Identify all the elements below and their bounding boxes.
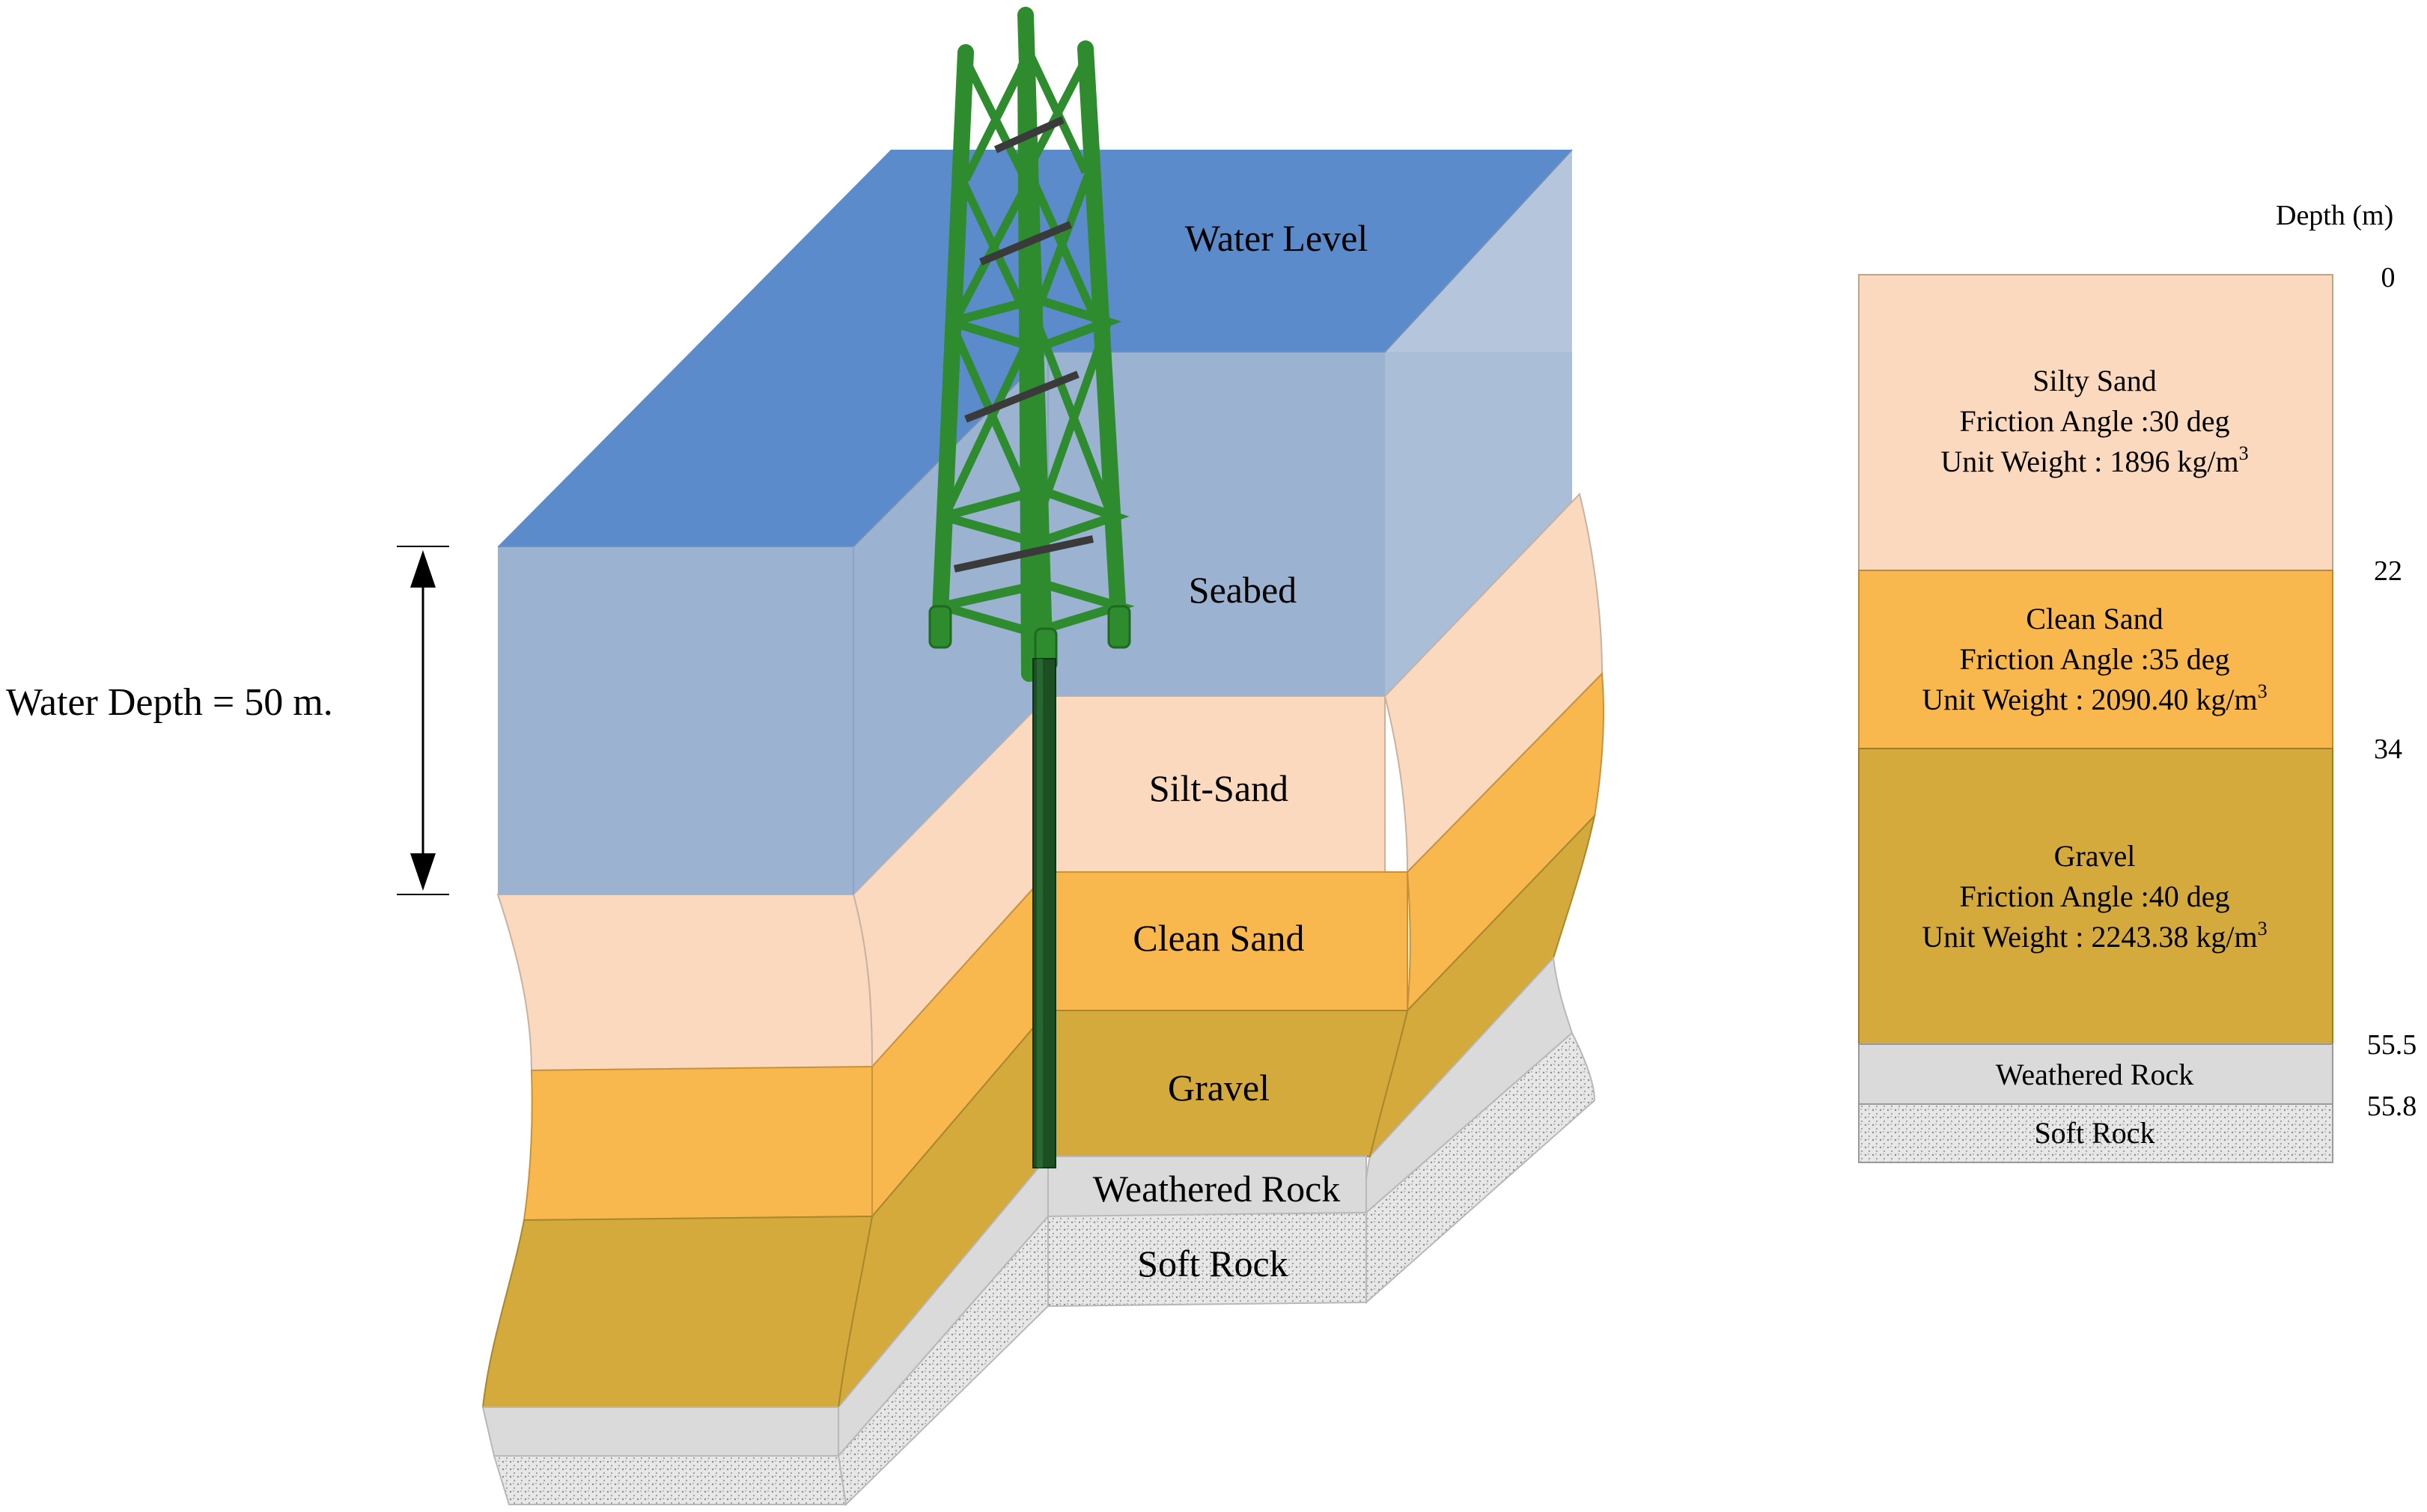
water-inner-front bbox=[1048, 352, 1385, 696]
label-silt-sand: Silt-Sand bbox=[1149, 767, 1288, 809]
clean-sand-friction: Friction Angle :35 deg bbox=[1959, 642, 2229, 676]
gravel-friction: Friction Angle :40 deg bbox=[1959, 880, 2229, 913]
silty-sand-name: Silty Sand bbox=[2032, 364, 2157, 397]
gravel-weight: Unit Weight : 2243.38 kg/m3 bbox=[1922, 918, 2267, 954]
front-soft-rock bbox=[493, 1455, 847, 1505]
column-soft-rock bbox=[1858, 1103, 2333, 1163]
column-silty-sand bbox=[1858, 274, 2333, 571]
arrow-down-icon bbox=[410, 853, 436, 891]
silty-sand-weight: Unit Weight : 1896 kg/m3 bbox=[1940, 442, 2248, 478]
column-weathered-rock bbox=[1858, 1043, 2333, 1105]
clean-sand-name: Clean Sand bbox=[2026, 602, 2163, 635]
label-soft-rock: Soft Rock bbox=[1137, 1243, 1288, 1284]
silty-sand-friction: Friction Angle :30 deg bbox=[1959, 404, 2229, 438]
label-weathered-rock: Weathered Rock bbox=[1093, 1168, 1341, 1210]
label-clean-sand: Clean Sand bbox=[1133, 917, 1304, 959]
depth-0: 0 bbox=[2381, 262, 2396, 293]
right-soft-rock bbox=[1365, 1031, 1596, 1305]
label-gravel: Gravel bbox=[1168, 1067, 1270, 1109]
inner-clean-sand bbox=[1047, 871, 1408, 1011]
column-gravel bbox=[1858, 748, 2333, 1045]
label-water-level: Water Level bbox=[1185, 217, 1368, 259]
arrow-up-icon bbox=[410, 550, 436, 588]
soil-column: Depth (m) Silty Sand Friction Angle :30 … bbox=[1858, 200, 2417, 1163]
soft-rock-name: Soft Rock bbox=[2034, 1116, 2155, 1150]
front-weathered-rock bbox=[481, 1406, 839, 1457]
inner-weathered-rock bbox=[1047, 1156, 1367, 1217]
weathered-rock-name: Weathered Rock bbox=[1996, 1058, 2193, 1091]
column-clean-sand bbox=[1858, 570, 2333, 749]
water-back-face bbox=[1385, 150, 1572, 696]
water-depth-label: Water Depth = 50 m. bbox=[6, 681, 333, 724]
inner-silt-sand bbox=[1047, 695, 1386, 873]
clean-sand-weight: Unit Weight : 2090.40 kg/m3 bbox=[1922, 680, 2267, 716]
inner-gravel bbox=[1047, 1010, 1409, 1157]
front-gravel bbox=[481, 1215, 874, 1408]
label-seabed: Seabed bbox=[1189, 569, 1297, 611]
depth-header: Depth (m) bbox=[2276, 200, 2393, 231]
water-front-left bbox=[498, 546, 853, 894]
depth-55-5: 55.5 bbox=[2367, 1029, 2417, 1061]
front-silt-sand bbox=[496, 894, 874, 1072]
depth-55-8: 55.8 bbox=[2367, 1091, 2417, 1122]
pile bbox=[1032, 658, 1056, 1168]
water-depth-dimension bbox=[397, 546, 449, 895]
jacket-braces bbox=[941, 43, 1116, 519]
jacket-inner-braces bbox=[953, 116, 1094, 573]
depth-34: 34 bbox=[2374, 734, 2402, 765]
gravel-name: Gravel bbox=[2054, 839, 2136, 873]
front-clean-sand bbox=[523, 1065, 873, 1222]
jacket-structure bbox=[928, 7, 1135, 682]
depth-22: 22 bbox=[2374, 555, 2402, 587]
